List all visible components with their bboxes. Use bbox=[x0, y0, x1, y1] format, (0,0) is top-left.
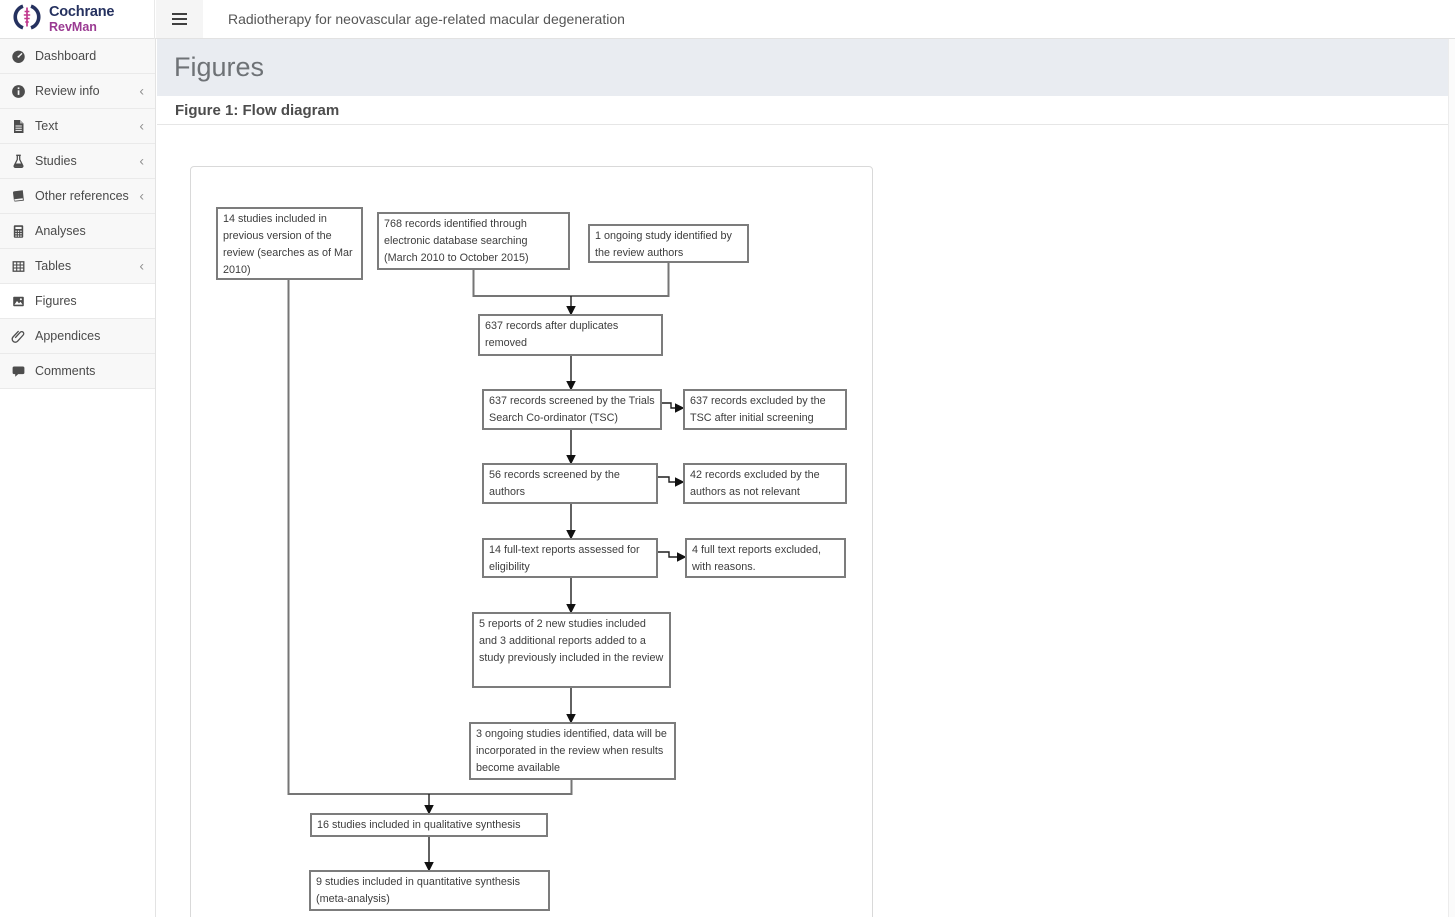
sidebar-item-label: Studies bbox=[35, 154, 77, 168]
flow-box-ongoing-study: 1 ongoing study identified by the review… bbox=[588, 224, 749, 263]
book-icon bbox=[10, 189, 26, 204]
flow-box-excluded-tsc: 637 records excluded by the TSC after in… bbox=[683, 389, 847, 430]
menu-toggle-button[interactable] bbox=[156, 0, 203, 38]
figure-panel-body: 14 studies included in previous version … bbox=[157, 125, 1455, 917]
sidebar-item-appendices[interactable]: Appendices bbox=[0, 319, 155, 354]
brand-product: RevMan bbox=[49, 19, 97, 34]
figure-panel: Figure 1: Flow diagram bbox=[157, 96, 1455, 917]
flow-box-qualitative: 16 studies included in qualitative synth… bbox=[310, 813, 548, 837]
flow-box-new-studies-included: 5 reports of 2 new studies included and … bbox=[472, 612, 671, 688]
chevron-collapse-icon: ‹ bbox=[139, 117, 144, 134]
flow-box-fulltext-assessed: 14 full-text reports assessed for eligib… bbox=[482, 538, 658, 578]
calculator-icon bbox=[10, 224, 26, 239]
sidebar-item-studies[interactable]: Studies ‹ bbox=[0, 144, 155, 179]
chevron-collapse-icon: ‹ bbox=[139, 82, 144, 99]
chevron-collapse-icon: ‹ bbox=[139, 187, 144, 204]
figure-panel-header: Figure 1: Flow diagram bbox=[157, 96, 1455, 125]
sidebar-item-label: Tables bbox=[35, 259, 72, 273]
flow-box-ongoing-studies: 3 ongoing studies identified, data will … bbox=[469, 722, 676, 780]
chevron-collapse-icon: ‹ bbox=[139, 257, 144, 274]
main-content: Figures Figure 1: Flow diagram bbox=[157, 39, 1455, 917]
brand-name: Cochrane bbox=[49, 4, 115, 21]
chevron-collapse-icon: ‹ bbox=[139, 152, 144, 169]
sidebar-item-comments[interactable]: Comments bbox=[0, 354, 155, 389]
flow-box-duplicates-removed: 637 records after duplicates removed bbox=[478, 314, 663, 356]
cochrane-logo-icon bbox=[12, 2, 42, 37]
flow-box-quantitative: 9 studies included in quantitative synth… bbox=[309, 870, 550, 911]
sidebar-item-label: Review info bbox=[35, 84, 100, 98]
sidebar-item-analyses[interactable]: Analyses bbox=[0, 214, 155, 249]
sidebar-item-review-info[interactable]: Review info ‹ bbox=[0, 74, 155, 109]
sidebar: Dashboard Review info ‹ Text ‹ bbox=[0, 39, 156, 917]
sidebar-item-label: Dashboard bbox=[35, 49, 97, 63]
hamburger-icon bbox=[172, 13, 187, 15]
flow-diagram-canvas: 14 studies included in previous version … bbox=[190, 166, 873, 917]
sidebar-item-label: Comments bbox=[35, 364, 96, 378]
flow-box-screened-authors: 56 records screened by the authors bbox=[482, 463, 658, 504]
sidebar-item-tables[interactable]: Tables ‹ bbox=[0, 249, 155, 284]
paperclip-icon bbox=[10, 329, 26, 344]
info-icon bbox=[10, 84, 26, 99]
dashboard-icon bbox=[10, 49, 26, 64]
page-title: Figures bbox=[174, 52, 265, 82]
sidebar-item-label: Appendices bbox=[35, 329, 101, 343]
image-icon bbox=[10, 294, 26, 309]
comment-icon bbox=[10, 364, 26, 379]
flask-icon bbox=[10, 154, 26, 169]
scrollbar[interactable] bbox=[1448, 39, 1455, 917]
flow-box-excluded-authors: 42 records excluded by the authors as no… bbox=[683, 463, 847, 504]
figure-title: Figure 1: Flow diagram bbox=[175, 102, 340, 119]
sidebar-item-dashboard[interactable]: Dashboard bbox=[0, 39, 155, 74]
sidebar-item-other-references[interactable]: Other references ‹ bbox=[0, 179, 155, 214]
page-heading-band: Figures bbox=[157, 39, 1455, 96]
sidebar-item-label: Other references bbox=[35, 189, 129, 203]
flow-diagram-connectors bbox=[287, 263, 687, 872]
flow-box-fulltext-excluded: 4 full text reports excluded, with reaso… bbox=[685, 538, 846, 578]
table-icon bbox=[10, 259, 26, 274]
brand-logo[interactable]: Cochrane RevMan bbox=[0, 0, 155, 39]
sidebar-item-figures[interactable]: Figures bbox=[0, 284, 155, 319]
flow-box-screened-tsc: 637 records screened by the Trials Searc… bbox=[482, 389, 662, 430]
flow-box-records-identified: 768 records identified through electroni… bbox=[377, 212, 570, 270]
sidebar-item-label: Figures bbox=[35, 294, 77, 308]
sidebar-item-label: Analyses bbox=[35, 224, 86, 238]
sidebar-item-text[interactable]: Text ‹ bbox=[0, 109, 155, 144]
review-title: Radiotherapy for neovascular age-related… bbox=[228, 11, 625, 27]
document-icon bbox=[10, 119, 26, 134]
flow-box-previous-studies: 14 studies included in previous version … bbox=[216, 207, 363, 280]
app-header: Cochrane RevMan Radiotherapy for neovasc… bbox=[0, 0, 1455, 39]
sidebar-item-label: Text bbox=[35, 119, 58, 133]
